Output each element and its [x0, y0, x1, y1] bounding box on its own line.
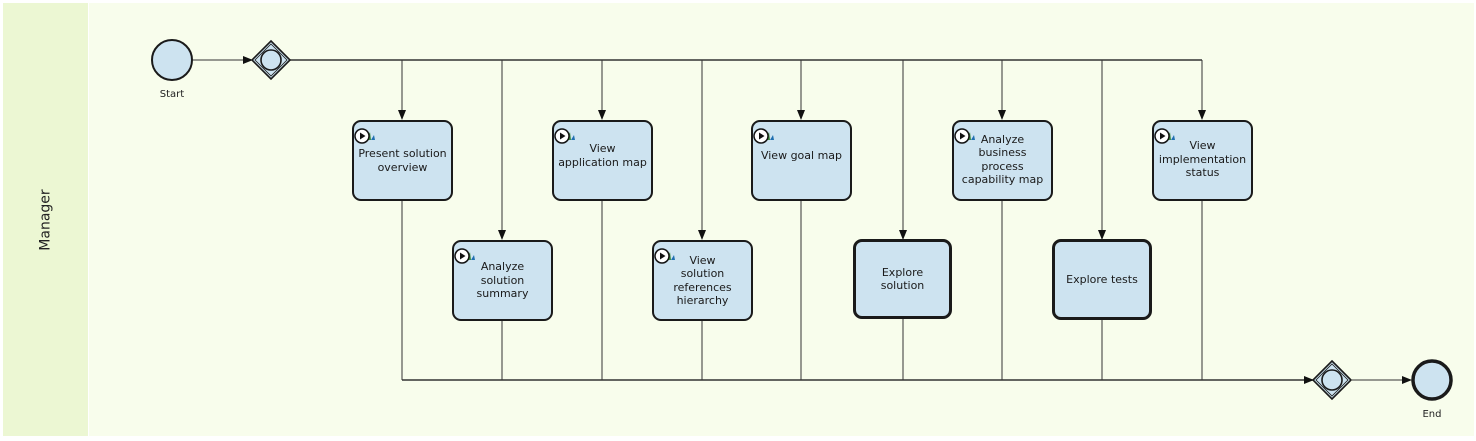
task-label: View application map [558, 142, 647, 169]
play-icon[interactable] [654, 248, 670, 264]
play-icon[interactable] [354, 128, 370, 144]
task-present-solution-overview[interactable]: Present solution overview [352, 120, 453, 201]
task-view-implementation-status[interactable]: View implementation status [1152, 120, 1253, 201]
join-gateway[interactable] [1311, 359, 1353, 401]
task-view-solution-references-hierarchy[interactable]: View solution references hierarchy [652, 240, 753, 321]
end-event-label: End [1422, 409, 1442, 420]
play-icon[interactable] [1154, 128, 1170, 144]
start-event-label: Start [159, 89, 185, 100]
task-explore-solution[interactable]: Explore solution [853, 239, 952, 319]
task-label: Analyze business process capability map [961, 132, 1044, 187]
task-view-goal-map[interactable]: View goal map [751, 120, 852, 201]
play-icon[interactable] [554, 128, 570, 144]
split-gateway[interactable] [250, 39, 292, 81]
play-icon[interactable] [753, 128, 769, 144]
lane-header [3, 3, 88, 436]
task-explore-tests[interactable]: Explore tests [1052, 239, 1152, 320]
play-icon[interactable] [954, 128, 970, 144]
lane-body [89, 3, 1474, 436]
task-analyze-solution-summary[interactable]: Analyze solution summary [452, 240, 553, 321]
end-event[interactable] [1411, 359, 1453, 401]
task-label: Explore tests [1066, 272, 1138, 286]
task-label: View goal map [760, 148, 843, 162]
task-label: View solution references hierarchy [673, 253, 732, 308]
start-event[interactable] [151, 39, 193, 81]
play-icon[interactable] [454, 248, 470, 264]
task-view-application-map[interactable]: View application map [552, 120, 653, 201]
task-analyze-business-process-capability-map[interactable]: Analyze business process capability map [952, 120, 1053, 201]
task-label: View implementation status [1158, 139, 1247, 180]
task-label: Present solution overview [358, 147, 447, 174]
task-label: Explore solution [880, 265, 925, 293]
task-label: Analyze solution summary [476, 260, 529, 301]
